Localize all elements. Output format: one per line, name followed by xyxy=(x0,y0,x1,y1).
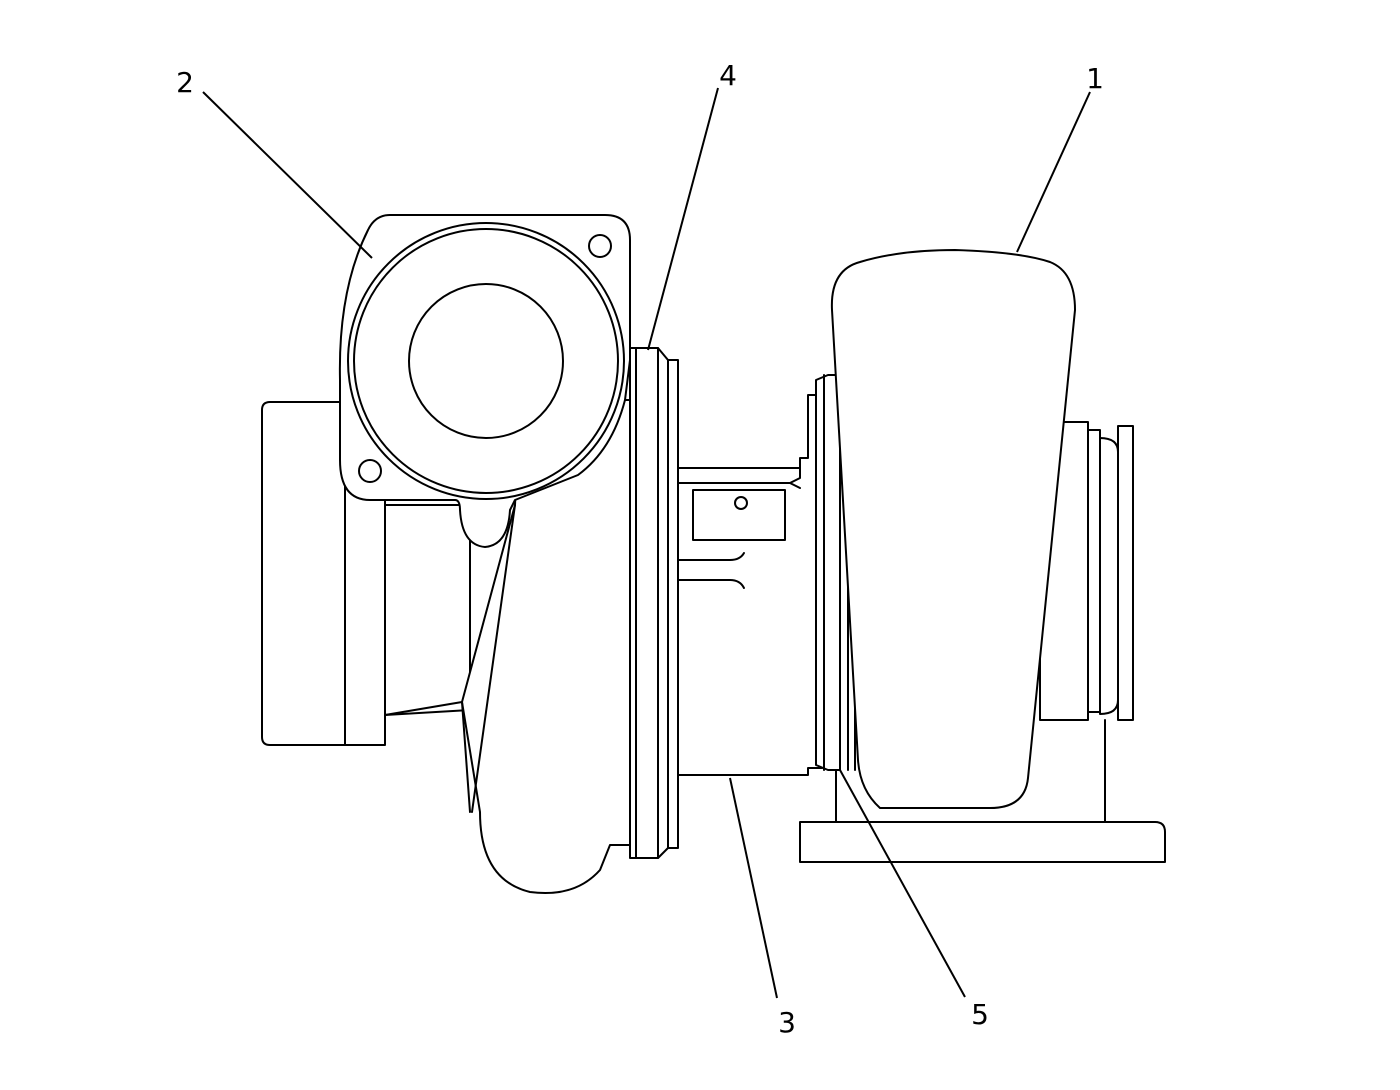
turbine-volute xyxy=(384,399,631,894)
leader-line-2 xyxy=(202,91,373,259)
center-housing xyxy=(677,394,823,776)
leader-line-3 xyxy=(729,777,778,999)
leader-lines xyxy=(202,87,1091,999)
callout-2: 2 xyxy=(176,66,194,99)
leader-line-4 xyxy=(647,87,719,351)
vband-clamp xyxy=(629,347,679,859)
leader-line-5 xyxy=(839,769,966,998)
callout-1: 1 xyxy=(1086,62,1104,95)
callout-labels: 1 2 3 4 5 xyxy=(176,59,1104,1039)
callout-4: 4 xyxy=(719,59,737,92)
turbine-inlet-flange xyxy=(338,214,631,548)
compressor-base xyxy=(799,719,1166,863)
callout-5: 5 xyxy=(971,998,989,1031)
callout-3: 3 xyxy=(778,1006,796,1039)
compressor-housing xyxy=(830,249,1076,809)
leader-line-1 xyxy=(1016,91,1091,253)
